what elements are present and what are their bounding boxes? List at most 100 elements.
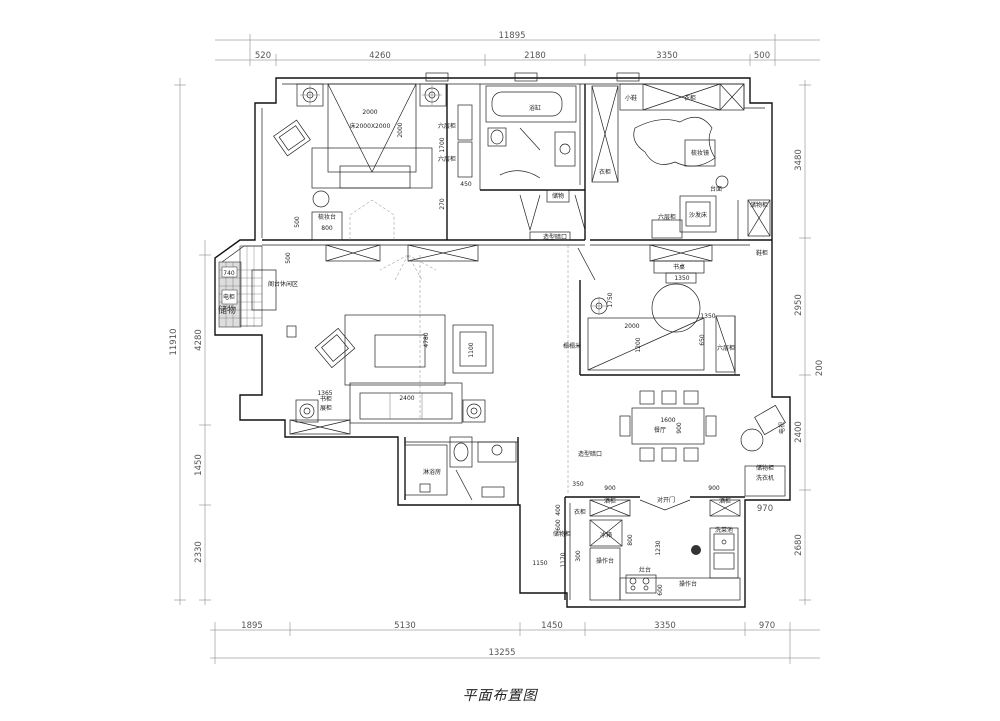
top-dimensions: 11895 520 4260 2180 3350 500 <box>215 31 820 66</box>
dim-4780: 4780 <box>423 332 430 347</box>
dim-1230: 1230 <box>655 540 662 555</box>
right-dimensions: 3480 2950 2400 2680 200 970 <box>757 80 825 605</box>
dim-left-total: 11910 <box>169 328 179 355</box>
dim-bed-length: 2000 <box>397 122 404 137</box>
dim-1700: 1700 <box>439 137 446 152</box>
dim-1350a: 1350 <box>674 275 689 282</box>
label-misc5: 衣柜 <box>574 508 586 516</box>
label-stove: 灶台 <box>639 566 651 574</box>
label-desk: 书桌 <box>673 263 685 271</box>
dim-450: 450 <box>460 181 472 188</box>
dim-600b: 600 <box>657 584 664 596</box>
dim-top-2: 4260 <box>369 51 391 61</box>
dim-900a: 900 <box>676 422 683 434</box>
label-wardrobe-b: 衣柜 <box>599 168 611 176</box>
dim-1365: 1365 <box>317 390 332 397</box>
study-room: 书桌 1350 1750 2000 1200 1350 650 榻榻米 六层柜 <box>563 244 736 373</box>
dim-right-extra-2: 970 <box>757 504 773 514</box>
dim-bottom-total: 13255 <box>488 648 515 658</box>
dim-top-1: 520 <box>255 51 271 61</box>
label-niche2: 造型暗口 <box>578 450 602 458</box>
dim-1100: 1100 <box>468 342 475 357</box>
dim-600a: 600 <box>555 519 562 531</box>
label-misc2: 台面 <box>710 185 722 193</box>
label-bookshelf1: 书柜 <box>320 395 332 403</box>
dim-2000c: 2000 <box>624 323 639 330</box>
label-misc-bay: 储物 <box>218 304 236 316</box>
label-shoe: 小鞋 <box>625 94 637 102</box>
dim-500b: 500 <box>285 252 292 264</box>
dim-1600: 1600 <box>660 417 675 424</box>
dim-270: 270 <box>439 198 446 210</box>
label-niche: 造型暗口 <box>543 233 567 241</box>
dim-2400b: 电视 <box>778 422 786 434</box>
dim-bottom-2: 5130 <box>394 621 416 631</box>
right-bedroom: 小鞋 衣柜 衣柜 梳妆镜 台面 沙发床 六层柜 储物柜 鞋柜 <box>591 83 771 257</box>
master-bedroom: 2000 床2000X2000 2000 梳妆台 800 500 六层柜 六层柜… <box>273 83 473 241</box>
label-fridge-cab: 储物柜 <box>756 464 774 472</box>
label-bookshelf2: 展柜 <box>320 404 332 412</box>
label-bay-seat: 阁台休闲区 <box>268 280 298 288</box>
dim-800k: 800 <box>627 534 634 546</box>
dim-500a: 500 <box>294 216 301 228</box>
dim-vanity: 800 <box>321 225 333 232</box>
dim-right-3: 2400 <box>794 421 804 443</box>
label-sofa-bed: 沙发床 <box>689 211 707 219</box>
page-title: 平面布置图 <box>462 688 538 704</box>
kitchen: 350 900 900 酒柜 酒柜 对开门 400 600 衣柜 冰箱 储物柜 … <box>532 481 741 601</box>
label-tatami: 榻榻米 <box>563 342 581 350</box>
label-mirror: 梳妆镜 <box>691 149 709 157</box>
label-storage: 储物柜 <box>750 201 768 209</box>
dim-400: 400 <box>555 504 562 516</box>
label-wine: 酒柜 <box>604 497 616 505</box>
dim-740: 740 <box>223 270 235 277</box>
dim-bottom-5: 970 <box>759 621 775 631</box>
dim-left-2: 1450 <box>194 454 204 476</box>
living-room: 500 阁台休闲区 4780 1100 2400 1365 <box>251 244 602 495</box>
label-closet1: 六层柜 <box>438 122 456 130</box>
label-sink: 洗菜池 <box>715 526 733 534</box>
dim-1200: 1200 <box>635 337 642 352</box>
bay-window: 740 电柜 <box>218 245 263 328</box>
label-counter1: 操作台 <box>596 557 614 565</box>
label-counter2: 操作台 <box>679 580 697 588</box>
dim-900b: 900 <box>604 485 616 492</box>
dim-300: 300 <box>575 550 582 562</box>
dim-left-3: 2330 <box>194 541 204 563</box>
dim-bed-width: 2000 <box>362 109 377 116</box>
left-dimensions: 11910 4280 1450 2330 <box>169 78 211 605</box>
main-bathroom: 浴缸 储物 造型暗口 <box>485 85 586 241</box>
dim-1150: 1150 <box>532 560 547 567</box>
label-fridge: 冰箱 <box>600 531 612 539</box>
label-sliding-door: 对开门 <box>657 496 675 504</box>
label-washer: 洗衣机 <box>756 474 774 482</box>
dim-right-1: 3480 <box>794 149 804 171</box>
dim-top-5: 500 <box>754 51 770 61</box>
label-misc1: 电柜 <box>223 293 235 301</box>
dim-left-1: 4280 <box>194 329 204 351</box>
label-dining: 餐厅 <box>654 426 666 434</box>
label-misc3: 鞋柜 <box>756 249 768 257</box>
label-storage2: 储物 <box>552 192 564 200</box>
label-closet3: 六层柜 <box>658 213 676 221</box>
label-tall-cab: 储物柜 <box>553 530 571 538</box>
bottom-dimensions: 1895 5130 1450 3350 970 13255 <box>210 621 820 664</box>
dim-right-2: 2950 <box>794 294 804 316</box>
dim-top-4: 3350 <box>656 51 678 61</box>
label-bath: 浴缸 <box>529 104 541 112</box>
dim-bottom-3: 1450 <box>541 621 563 631</box>
dim-1750: 1750 <box>607 292 614 307</box>
dim-1170: 1170 <box>560 552 567 567</box>
label-wardrobe-a: 衣柜 <box>684 94 696 102</box>
dim-350: 350 <box>572 481 584 488</box>
dim-bottom-4: 3350 <box>654 621 676 631</box>
label-closet4: 六层柜 <box>717 344 735 352</box>
dim-right-4: 2680 <box>794 534 804 556</box>
second-bathroom: 淋浴房 <box>404 436 517 501</box>
dim-650: 650 <box>699 334 706 346</box>
dim-1350b: 1350 <box>700 313 715 320</box>
label-closet2: 六层柜 <box>438 155 456 163</box>
label-wine2: 酒柜 <box>719 497 731 505</box>
dim-top-3: 2180 <box>524 51 546 61</box>
